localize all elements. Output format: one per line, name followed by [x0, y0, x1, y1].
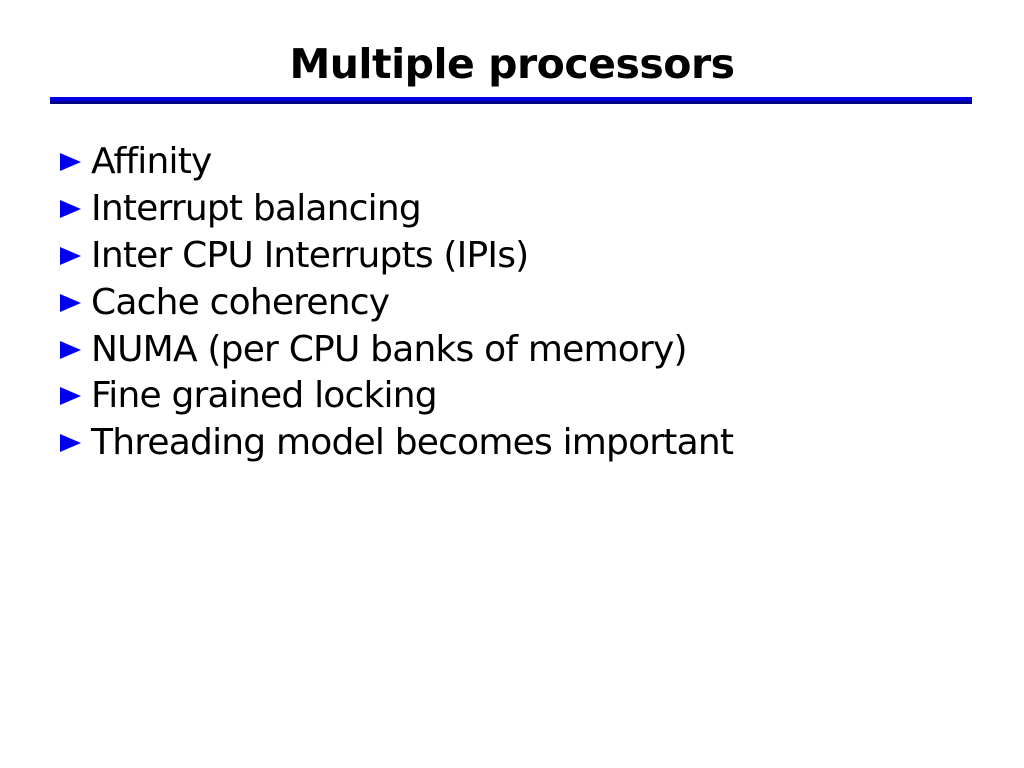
triangle-bullet-icon — [60, 434, 81, 453]
triangle-bullet-icon — [60, 246, 81, 265]
bullet-text: Affinity — [91, 141, 212, 183]
triangle-bullet-icon — [60, 293, 81, 312]
list-item: Inter CPU Interrupts (IPIs) — [60, 233, 990, 280]
bullet-text: Inter CPU Interrupts (IPIs) — [91, 234, 529, 276]
page-title: Multiple processors — [289, 40, 735, 88]
bullet-text: Interrupt balancing — [91, 188, 422, 230]
list-item: NUMA (per CPU banks of memory) — [60, 326, 990, 373]
list-item: Affinity — [60, 139, 990, 186]
triangle-bullet-icon — [60, 340, 81, 359]
list-item: Cache coherency — [60, 279, 990, 326]
triangle-bullet-icon — [60, 200, 81, 219]
list-item: Interrupt balancing — [60, 186, 990, 233]
bullet-text: NUMA (per CPU banks of memory) — [91, 328, 688, 370]
list-item: Threading model becomes important — [60, 420, 990, 467]
triangle-bullet-icon — [60, 153, 81, 172]
bullet-text: Cache coherency — [91, 281, 390, 323]
title-underline-rule — [50, 97, 972, 104]
list-item: Fine grained locking — [60, 373, 990, 420]
bullet-text: Fine grained locking — [91, 375, 438, 417]
triangle-bullet-icon — [60, 387, 81, 406]
bullet-text: Threading model becomes important — [91, 422, 734, 464]
